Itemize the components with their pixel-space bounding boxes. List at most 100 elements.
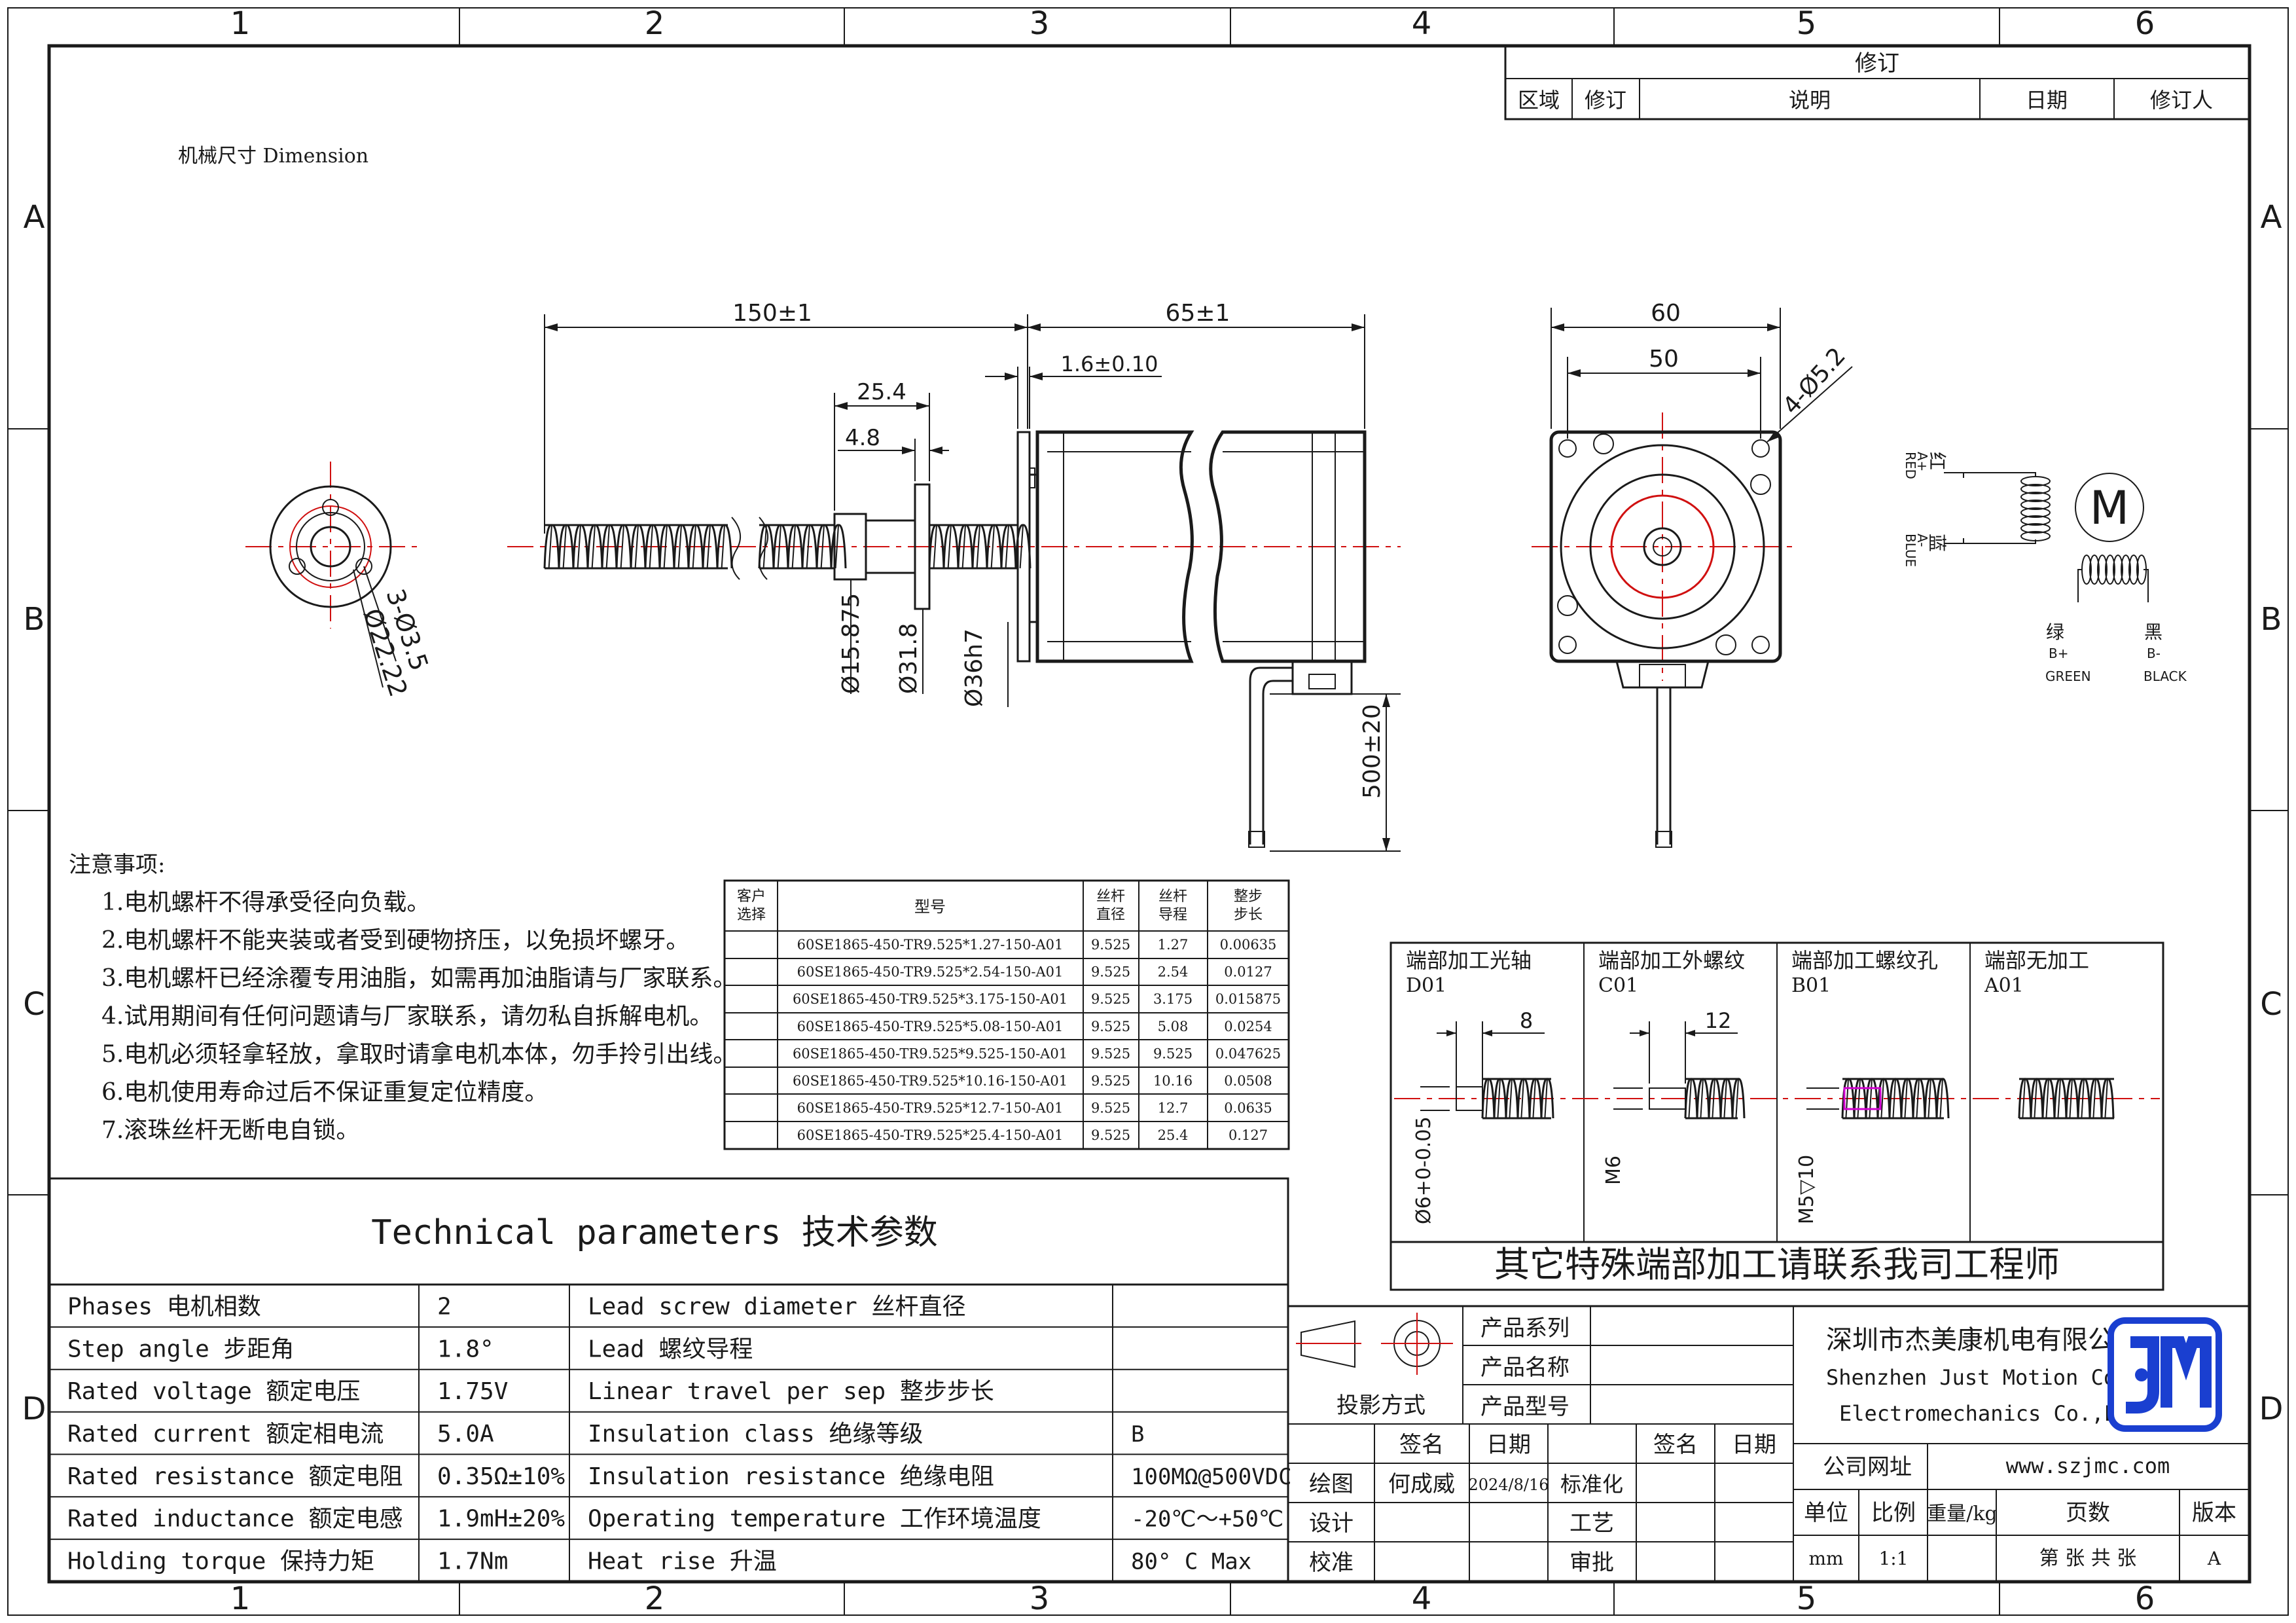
dim-dia-31-8: Ø31.8: [895, 623, 922, 695]
model-cell: 9.525: [1091, 1101, 1130, 1116]
date-header: 日期: [1486, 1432, 1531, 1458]
model-header-step-line1: 整步: [1234, 888, 1263, 905]
product-name-label: 产品名称: [1480, 1355, 1570, 1381]
model-cell: 0.0127: [1224, 964, 1272, 980]
dim-length-4-8: 4.8: [845, 425, 880, 451]
tech-param-name: Rated voltage 额定电压: [67, 1378, 360, 1405]
note-item: 3.电机螺杆已经涂覆专用油脂，如需再加油脂请与厂家联系。: [101, 965, 736, 992]
tech-param-name: Holding torque 保持力矩: [67, 1548, 374, 1575]
wire-b-plus-sig: B+: [2049, 646, 2068, 661]
note-item: 4.试用期间有任何问题请与厂家联系，请勿私自拆解电机。: [101, 1003, 713, 1030]
wire-a-plus-sig: A+: [1914, 452, 1930, 471]
dim-dia-36h7: Ø36h7: [961, 629, 988, 707]
model-cell-name: 60SE1865-450-TR9.525*2.54-150-A01: [797, 964, 1064, 980]
unit-value: mm: [1808, 1548, 1843, 1569]
end-machining-section: 端部加工光轴 D01 端部加工外螺纹 C01 端部加工螺纹孔 B01 端部无加工…: [1390, 941, 2164, 1291]
motor-symbol: [2075, 473, 2144, 542]
note-item: 2.电机螺杆不能夹装或者受到硬物挤压，以免损坏螺牙。: [101, 927, 689, 954]
model-header-select-line1: 客户: [737, 888, 766, 905]
model-cell: 9.525: [1091, 1127, 1130, 1143]
version-value: A: [2207, 1548, 2221, 1569]
version-header: 版本: [2192, 1500, 2236, 1526]
website-value: www.szjmc.com: [2006, 1453, 2170, 1478]
standard-label: 标准化: [1560, 1472, 1623, 1497]
drawer-name: 何成威: [1388, 1471, 1455, 1497]
tapped-hole-highlight: [1843, 1087, 1882, 1110]
model-cell: 9.525: [1091, 1073, 1130, 1089]
scale-value: 1:1: [1878, 1548, 1908, 1569]
dim-square-50: 50: [1649, 346, 1679, 373]
model-cell: 9.525: [1091, 1046, 1130, 1061]
wire-a-minus-sig: A-: [1914, 534, 1930, 547]
zone-row-d-right: D: [2259, 1391, 2284, 1427]
zone-row-b-left: B: [24, 601, 45, 638]
unit-header: 单位: [1804, 1500, 1848, 1526]
projection-cone-symbol: [1300, 1320, 1355, 1368]
design-label: 设计: [1309, 1510, 1354, 1537]
zone-col-5-top: 5: [1797, 5, 1817, 42]
model-cell-name: 60SE1865-450-TR9.525*25.4-150-A01: [797, 1127, 1064, 1143]
tech-param-name-2: Lead screw diameter 丝杆直径: [588, 1293, 965, 1320]
zone-col-3-top: 3: [1030, 5, 1050, 42]
end-thread-c01: [1684, 1078, 1746, 1120]
company-logo: [2108, 1317, 2222, 1432]
end-panel-title-b01: 端部加工螺纹孔: [1791, 948, 1938, 973]
model-cell: 3.175: [1153, 991, 1193, 1007]
revision-title: 修订: [1855, 50, 1899, 77]
dim-dia-15-875: Ø15.875: [838, 593, 865, 694]
model-cell-name: 60SE1865-450-TR9.525*3.175-150-A01: [793, 991, 1067, 1007]
model-cell: 9.525: [1091, 937, 1130, 953]
model-header-lead-line1: 丝杆: [1158, 888, 1187, 905]
date-header-2: 日期: [1732, 1432, 1776, 1458]
model-table-header: 客户选择 型号 丝杆直径 丝杆导程 整步步长: [737, 888, 1263, 923]
model-cell: 5.08: [1158, 1019, 1189, 1034]
tech-param-value: 2: [437, 1293, 452, 1320]
end-thread-a01: [2018, 1078, 2115, 1120]
tech-param-value: 1.7Nm: [437, 1548, 508, 1575]
model-cell: 0.0508: [1224, 1073, 1272, 1089]
dimension-label: 机械尺寸 Dimension: [178, 145, 368, 168]
end-panel-code-b01: B01: [1791, 974, 1831, 997]
product-series-label: 产品系列: [1480, 1315, 1570, 1341]
tech-param-name-2: Insulation resistance 绝缘电阻: [588, 1463, 994, 1490]
wire-a-plus-cn: 红: [1926, 452, 1948, 470]
draw-date: 2024/8/16: [1468, 1476, 1549, 1494]
end-thread-b01: [1841, 1078, 1950, 1120]
zone-col-1-top: 1: [230, 5, 251, 42]
model-header-diameter: 丝杆直径: [1096, 888, 1125, 923]
zone-row-a-left: A: [24, 199, 45, 236]
tech-param-name: Rated inductance 额定电感: [67, 1506, 403, 1533]
model-cell: 0.0254: [1224, 1019, 1272, 1034]
motor-letter: M: [2090, 481, 2129, 535]
end-label-c01: M6: [1602, 1156, 1625, 1185]
model-cell-name: 60SE1865-450-TR9.525*12.7-150-A01: [797, 1101, 1064, 1116]
pages-header: 页数: [2066, 1500, 2110, 1526]
title-block: 投影方式 产品系列 产品名称 产品型号 签名 日期 签名 日期 绘图 何成威 2…: [1287, 1305, 2251, 1583]
revision-header-area: 区域: [1518, 88, 1560, 113]
motor-front-view: 60 50 4-Ø5.2: [1532, 300, 1853, 848]
tech-param-value-2: -20℃～+50℃: [1131, 1506, 1283, 1533]
model-header-select-line2: 选择: [737, 907, 766, 923]
company-name-cn: 深圳市杰美康机电有限公司: [1826, 1325, 2140, 1355]
process-label: 工艺: [1570, 1510, 1614, 1537]
company-name-en-line2: Electromechanics Co.,LTD: [1839, 1401, 2142, 1426]
end-panel-code-d01: D01: [1406, 974, 1446, 997]
tech-param-value: 1.9mH±20%: [437, 1506, 565, 1533]
tech-param-name: Rated resistance 额定电阻: [67, 1463, 403, 1490]
zone-col-2-top: 2: [645, 5, 665, 42]
model-header-diameter-line1: 丝杆: [1096, 888, 1125, 905]
wire-b-minus-en: BLACK: [2144, 668, 2187, 684]
model-cell: 0.0635: [1224, 1101, 1272, 1116]
sign-header: 签名: [1399, 1432, 1444, 1458]
tech-param-name: Phases 电机相数: [67, 1293, 261, 1320]
end-panel-title-a01: 端部无加工: [1984, 948, 2089, 973]
tech-param-name-2: Lead 螺纹导程: [588, 1336, 753, 1362]
website-label: 公司网址: [1823, 1454, 1912, 1480]
dim-length-65: 65±1: [1166, 300, 1230, 327]
model-cell: 9.525: [1091, 1019, 1130, 1034]
weight-header: 重量/kg: [1927, 1503, 1998, 1525]
model-cell: 9.525: [1091, 964, 1130, 980]
end-panel-code-c01: C01: [1598, 974, 1638, 997]
